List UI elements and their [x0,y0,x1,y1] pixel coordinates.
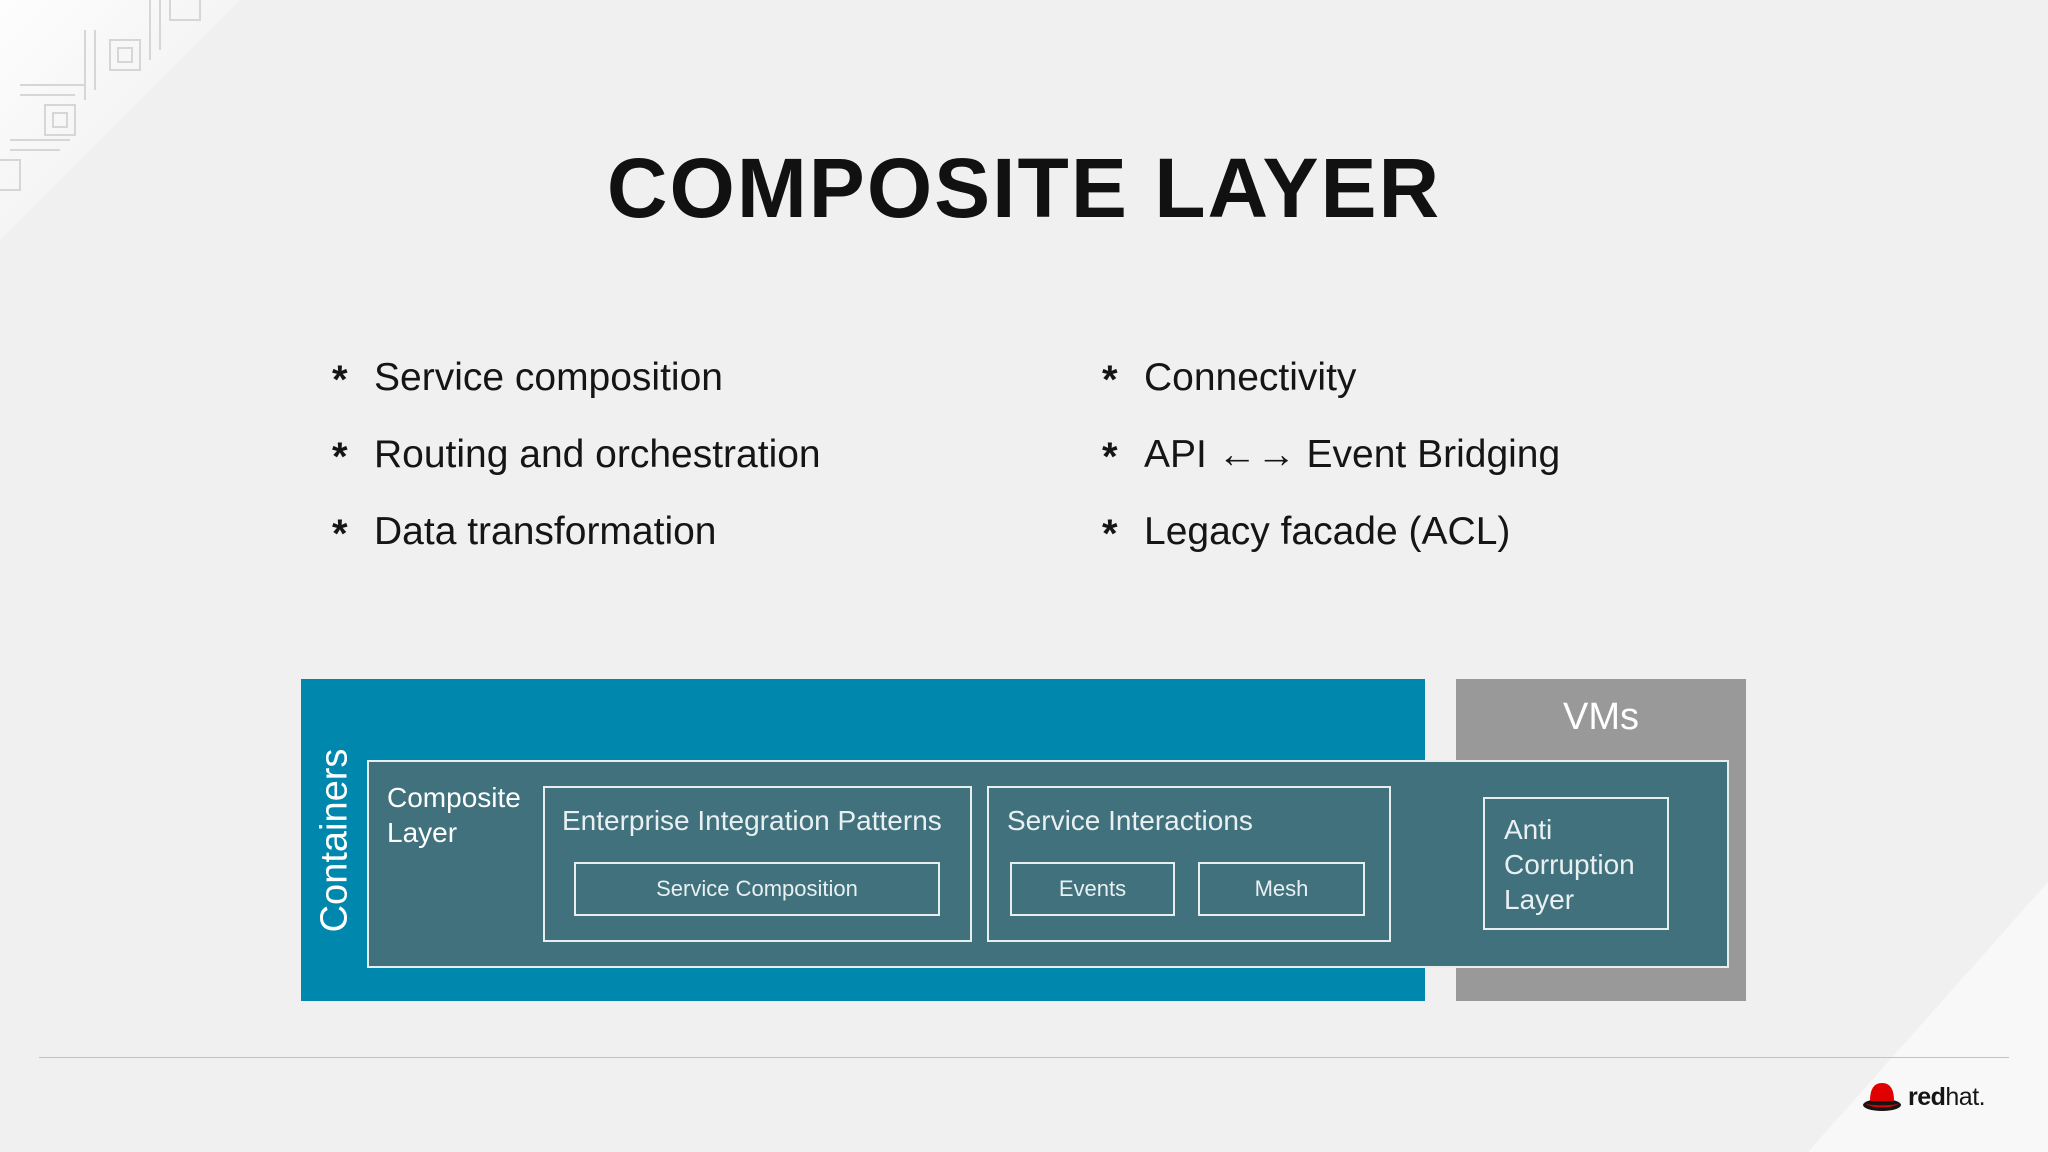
redhat-logo: redhat. [1862,1077,1986,1117]
bullet-text: Data transformation [374,510,717,553]
service-composition-chip: Service Composition [574,862,940,916]
service-interactions-panel [987,786,1391,942]
bullet-item: * Routing and orchestration [332,429,821,506]
background-wedge [1808,882,2048,1152]
eip-panel-title: Enterprise Integration Patterns [562,805,942,836]
background-pattern [0,0,240,240]
bullet-text: Connectivity [1144,356,1357,399]
bullet-text: Service composition [374,356,723,399]
logo-text: redhat. [1908,1082,1986,1112]
bullet-marker: * [1102,358,1118,402]
bullet-marker: * [1102,435,1118,479]
service-interactions-title: Service Interactions [1007,805,1253,836]
eip-panel [543,786,972,942]
bullet-marker: * [332,512,348,556]
logo-text-bold: red [1908,1082,1946,1111]
bullet-marker: * [1102,512,1118,556]
bullet-list-left: * Service composition * Routing and orches… [332,352,821,583]
composite-layer-box [367,760,1729,968]
bullet-text: API ←→ Event Bridging [1144,433,1561,476]
acl-label: Anti Corruption Layer [1504,814,1635,915]
bullet-item: * Data transformation [332,506,821,583]
bullet-text: Routing and orchestration [374,433,821,476]
acl-box [1483,797,1669,930]
bullet-marker: * [332,435,348,479]
events-chip: Events [1010,862,1175,916]
logo-text-light: hat. [1945,1082,1986,1111]
bullet-marker: * [332,358,348,402]
bullet-item: * Service composition [332,352,821,429]
bullet-item: * Legacy facade (ACL) [1102,506,1560,583]
bullet-list-right: * Connectivity * API ←→ Event Bridging * Le… [1102,352,1560,583]
vms-label: VMs [1563,696,1639,738]
mesh-chip: Mesh [1198,862,1365,916]
composite-layer-label: Composite Layer [387,782,521,848]
bullet-item: * Connectivity [1102,352,1560,429]
bullet-text: Legacy facade (ACL) [1144,510,1511,553]
footer-divider [39,1057,2009,1058]
slide-title: COMPOSITE LAYER [606,141,1442,235]
containers-label-wrap: Containers [303,740,367,940]
containers-label: Containers [313,748,356,932]
redhat-icon [1863,1083,1901,1111]
bullet-item: * API ←→ Event Bridging [1102,429,1560,506]
